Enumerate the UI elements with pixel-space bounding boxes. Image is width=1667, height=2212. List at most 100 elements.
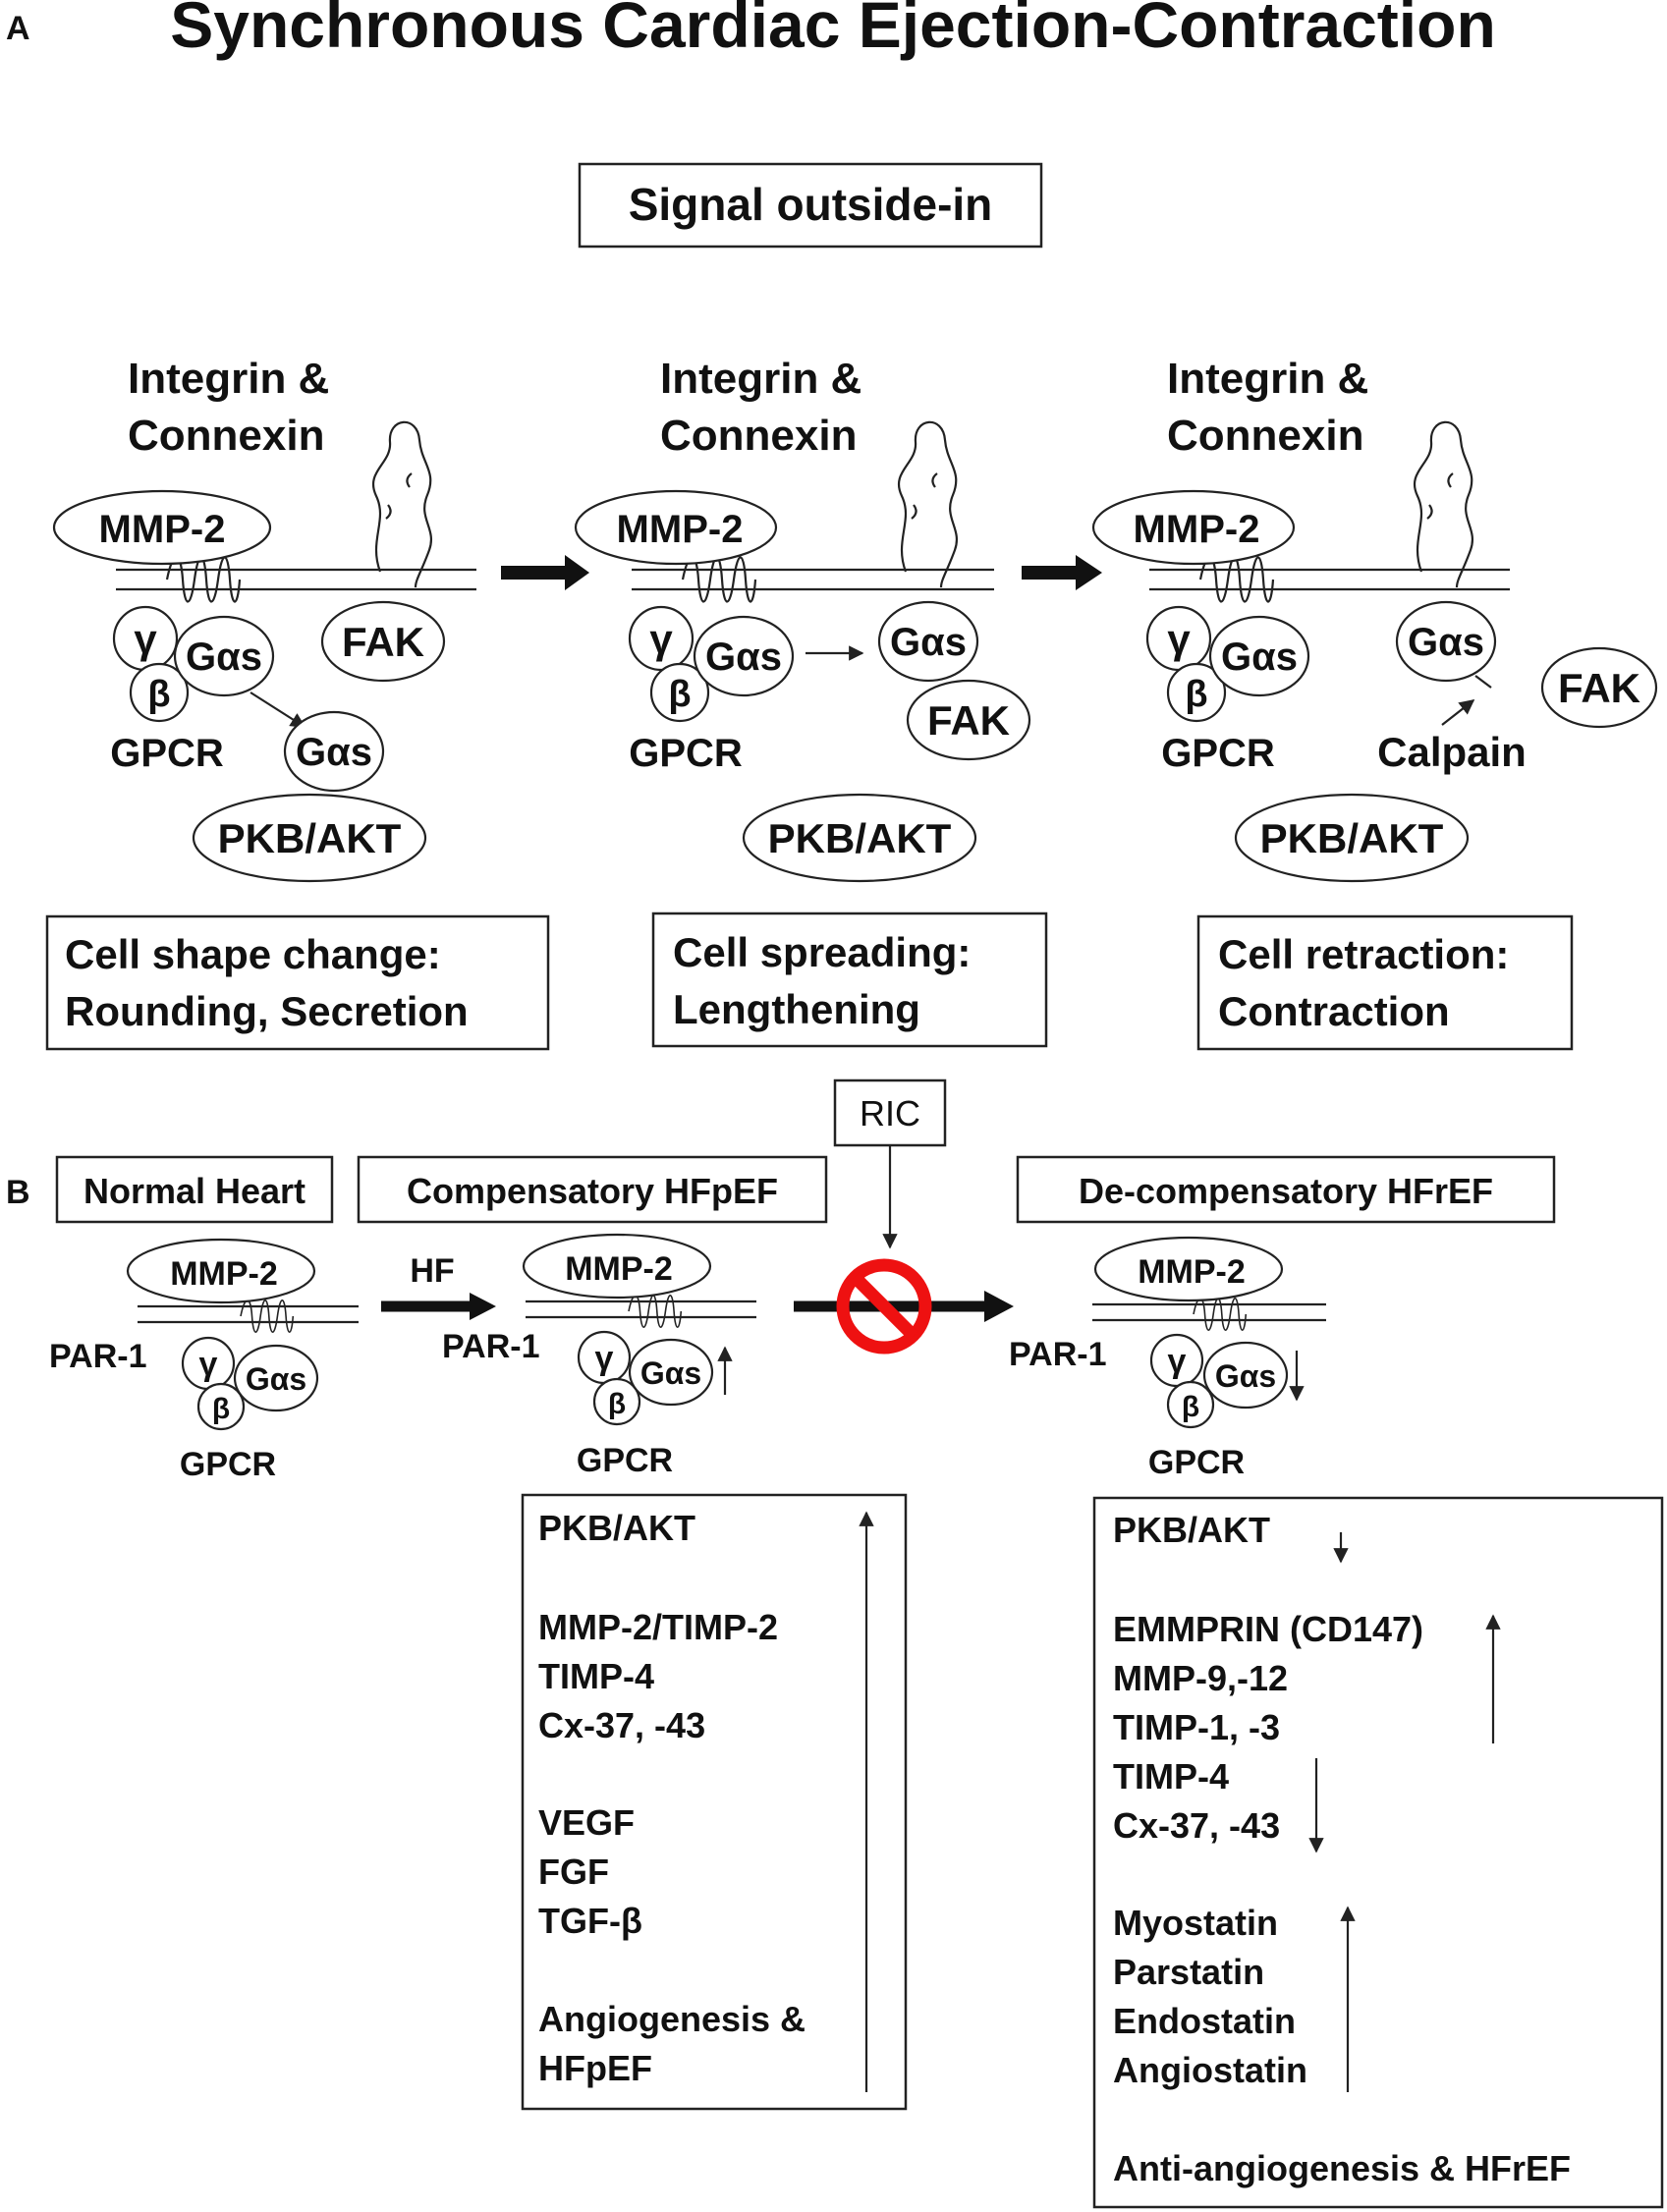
- calpain-arrow: [1441, 699, 1475, 726]
- mmp2-label: MMP-2: [170, 1255, 278, 1293]
- stage-arrow-head: [1076, 555, 1102, 590]
- list-item: FGF: [538, 1852, 609, 1892]
- gas-label: Gαs: [705, 636, 782, 679]
- mmp2-ellipse: [126, 1238, 316, 1304]
- stage-1-receptor-line-2: Connexin: [128, 412, 324, 460]
- blocked-arrow-head: [984, 1291, 1014, 1322]
- pkb-label: PKB/AKT: [218, 815, 402, 861]
- gpcr-label: GPCR: [1148, 1444, 1245, 1481]
- signal-box-label: Signal outside-in: [629, 179, 993, 230]
- beta-label: β: [147, 674, 170, 715]
- list-item: EMMPRIN (CD147): [1113, 1609, 1423, 1649]
- gamma-label: γ: [595, 1340, 614, 1377]
- outcome-box: [45, 914, 550, 1051]
- state-title-box: [1016, 1155, 1556, 1224]
- gas-subunit: [173, 615, 275, 697]
- integrin-loop-icon: [897, 420, 959, 589]
- list-item: Cx-37, -43: [538, 1705, 705, 1745]
- hfref-list: PKB/AKT EMMPRIN (CD147) MMP-9,-12 TIMP-1…: [1113, 1510, 1571, 2188]
- beta-subunit: [592, 1377, 641, 1426]
- gas-label: Gαs: [640, 1355, 701, 1391]
- list-item: Endostatin: [1113, 2001, 1296, 2041]
- hfref-list-box: [1092, 1496, 1664, 2209]
- list-item: HFpEF: [538, 2048, 652, 2088]
- outcome-line-1: Cell shape change:: [65, 931, 441, 977]
- beta-label: β: [668, 674, 691, 715]
- gamma-label: γ: [134, 616, 157, 662]
- outcome-box: [1196, 914, 1574, 1051]
- list-item: Angiostatin: [1113, 2050, 1307, 2090]
- list-item: MMP-9,-12: [1113, 1658, 1288, 1698]
- fak-ellipse: [320, 600, 446, 683]
- gas-label: Gαs: [1221, 636, 1298, 679]
- outcome-line-2: Lengthening: [673, 986, 920, 1032]
- list-item: Anti-angiogenesis & HFrEF: [1113, 2148, 1571, 2188]
- gas-label: Gαs: [246, 1361, 306, 1397]
- outcome-line-1: Cell spreading:: [673, 929, 971, 975]
- beta-subunit: [1166, 1380, 1215, 1429]
- beta-subunit: [649, 662, 710, 723]
- translocation-arrow: [250, 691, 306, 728]
- beta-label: β: [608, 1388, 626, 1420]
- mmp2-label: MMP-2: [565, 1250, 673, 1288]
- mmp2-ellipse: [1093, 1236, 1284, 1302]
- list-item: VEGF: [538, 1802, 635, 1843]
- list-item: TGF-β: [538, 1901, 642, 1941]
- outcome-line-2: Contraction: [1218, 988, 1450, 1034]
- fak-label: FAK: [1558, 665, 1640, 711]
- state-title-hfpef: Compensatory HFpEF: [407, 1171, 778, 1211]
- ric-label: RIC: [860, 1093, 920, 1134]
- state-title-normal: Normal Heart: [83, 1171, 306, 1211]
- gpcr-label: GPCR: [180, 1446, 276, 1483]
- normal-receptor: MMP-2 PAR-1 γ β Gαs GPCR: [49, 1238, 359, 1483]
- cleavage-mark: [1474, 675, 1492, 689]
- pkb-label: PKB/AKT: [1260, 815, 1444, 861]
- gas-moved-label: Gαs: [1408, 621, 1484, 664]
- gas-subunit: [1208, 615, 1310, 697]
- gas-moved: [1395, 600, 1497, 683]
- stage-3-receptor-line-2: Connexin: [1167, 412, 1363, 460]
- gas-moved: [877, 600, 979, 683]
- pkb-ellipse: [742, 793, 977, 883]
- list-item: Myostatin: [1113, 1903, 1278, 1943]
- beta-label: β: [1182, 1391, 1199, 1423]
- gamma-label: γ: [1167, 616, 1191, 662]
- stage-3: Integrin & Connexin MMP-2 γ β Gαs GPCR G…: [1091, 355, 1658, 1051]
- panel-a-label: A: [6, 10, 30, 47]
- list-item: Parstatin: [1113, 1952, 1264, 1992]
- list-item: TIMP-4: [1113, 1756, 1229, 1797]
- gas-subunit: [233, 1344, 319, 1412]
- panel-b-label: B: [6, 1174, 30, 1211]
- beta-label: β: [1185, 674, 1207, 715]
- state-title-box: [357, 1155, 828, 1224]
- list-item: PKB/AKT: [538, 1508, 695, 1548]
- gpcr-helix-icon: [628, 1295, 683, 1328]
- gamma-label: γ: [1168, 1343, 1187, 1380]
- stage-2-receptor-line-2: Connexin: [660, 412, 857, 460]
- list-item: Cx-37, -43: [1113, 1805, 1280, 1846]
- pkb-label: PKB/AKT: [768, 815, 952, 861]
- mmp2-ellipse: [522, 1233, 712, 1300]
- fak-label: FAK: [927, 697, 1010, 744]
- list-item: MMP-2/TIMP-2: [538, 1607, 778, 1647]
- gas-subunit: [628, 1338, 714, 1407]
- gas-moved-label: Gαs: [296, 731, 372, 774]
- list-item: TIMP-1, -3: [1113, 1707, 1280, 1747]
- gas-subunit: [1202, 1341, 1289, 1410]
- par1-label: PAR-1: [442, 1328, 540, 1365]
- par1-label: PAR-1: [1009, 1336, 1107, 1373]
- gpcr-label: GPCR: [110, 732, 224, 775]
- mmp2-label: MMP-2: [1134, 508, 1260, 551]
- gas-label: Gαs: [1215, 1358, 1276, 1394]
- gas-label: Gαs: [186, 636, 262, 679]
- stage-2-receptor-line-1: Integrin &: [660, 355, 861, 403]
- pkb-ellipse: [1234, 793, 1470, 883]
- gas-moved-label: Gαs: [890, 621, 967, 664]
- integrin-loop-icon: [371, 420, 433, 589]
- hfpef-list: PKB/AKT MMP-2/TIMP-2 TIMP-4 Cx-37, -43 V…: [538, 1508, 806, 2088]
- integrin-loop-icon: [1413, 420, 1474, 589]
- list-item: Angiogenesis &: [538, 1999, 806, 2039]
- signal-box: [578, 162, 1043, 249]
- hf-arrow-label: HF: [410, 1252, 454, 1290]
